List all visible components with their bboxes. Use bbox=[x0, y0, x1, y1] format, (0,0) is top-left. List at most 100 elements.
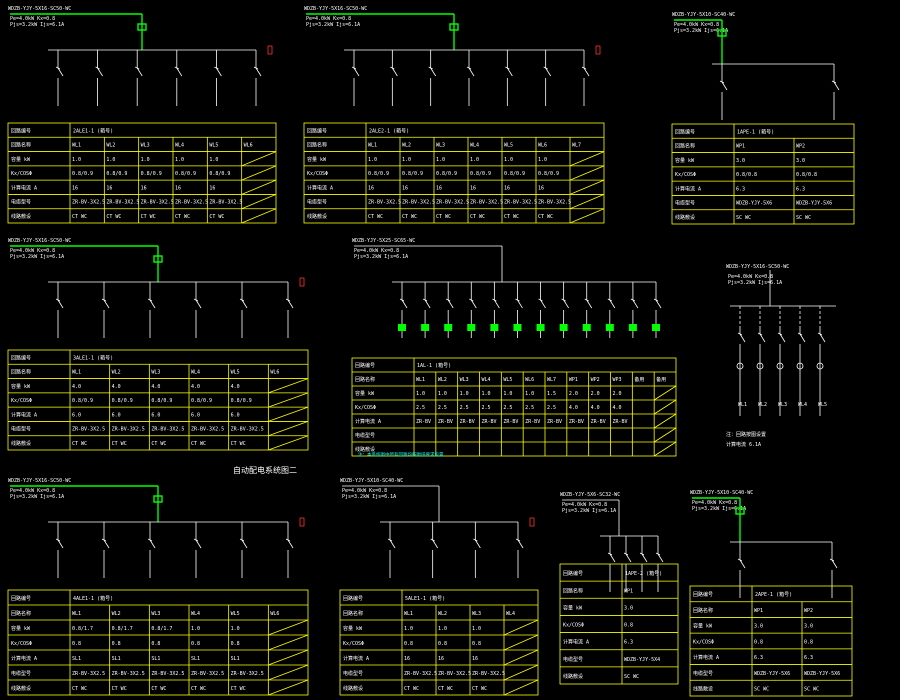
cell-circuit: WL5 bbox=[503, 377, 512, 383]
spare-diagonal bbox=[268, 634, 309, 651]
line bbox=[174, 66, 179, 70]
line bbox=[149, 539, 156, 549]
line bbox=[149, 299, 156, 309]
cell-value: ZR-BV-3X2.5 bbox=[112, 427, 145, 433]
cell-value: SC WC bbox=[804, 687, 819, 693]
cell-value: SC WC bbox=[796, 215, 811, 221]
line bbox=[214, 66, 219, 70]
cell-value: 0.8/0.9 bbox=[368, 171, 389, 177]
line bbox=[430, 67, 437, 77]
line bbox=[399, 298, 405, 302]
line bbox=[655, 552, 661, 556]
spare-diagonal bbox=[268, 392, 309, 408]
row-label: 回路编号 bbox=[11, 354, 31, 361]
spd-symbol bbox=[267, 45, 273, 55]
cell-value: CT WC bbox=[106, 214, 121, 220]
cell-value: ZR-BV bbox=[613, 419, 628, 425]
row-label: 回路名称 bbox=[11, 610, 31, 617]
row-label: 计算电流 A bbox=[355, 418, 381, 425]
cell-value: 2.5 bbox=[547, 405, 556, 411]
row-label: 线路敷设 bbox=[11, 685, 31, 692]
cell-value: 1.0 bbox=[175, 157, 184, 163]
breaker-symbol bbox=[193, 292, 202, 318]
cell-value: 16 bbox=[470, 185, 476, 191]
row-label: 计算电流 A bbox=[675, 185, 701, 192]
cell-value: 0.8/1.7 bbox=[112, 626, 133, 632]
cell-value: CT WC bbox=[191, 441, 206, 447]
panel-header: WDZB-YJY-5X6-SC32-WC bbox=[560, 492, 620, 498]
cell-value: 1.0 bbox=[436, 157, 445, 163]
row-label: 回路编号 bbox=[11, 127, 31, 134]
row-label: 计算电流 A bbox=[563, 639, 589, 646]
line bbox=[424, 299, 431, 309]
cell-value: 1.0 bbox=[460, 391, 469, 397]
line bbox=[739, 559, 746, 569]
rcd-symbol bbox=[398, 324, 406, 331]
cell-value: ZR-BV-3X2.5 bbox=[404, 671, 437, 677]
spare-diagonal bbox=[268, 435, 309, 451]
line bbox=[494, 299, 500, 309]
panel-header: WDZB-YJY-5X16-SC50-WC bbox=[8, 478, 71, 484]
line bbox=[563, 299, 569, 309]
row-label: 容量 kW bbox=[675, 157, 695, 164]
line bbox=[517, 539, 524, 549]
cell-value: 0.8/0.9 bbox=[175, 171, 196, 177]
breaker-symbol bbox=[351, 60, 360, 86]
line bbox=[739, 333, 746, 343]
row-label: 线路敷设 bbox=[343, 685, 363, 692]
cell-value: 16 bbox=[106, 185, 112, 191]
cell-value: SC WC bbox=[754, 687, 769, 693]
row-label: 线路敷设 bbox=[307, 213, 327, 220]
breaker-symbol bbox=[390, 60, 398, 86]
spare-diagonal bbox=[241, 208, 277, 224]
line bbox=[239, 538, 245, 542]
line bbox=[447, 299, 454, 309]
line bbox=[176, 67, 183, 77]
panel-current: Pjs=3.2kW Ijs=6.1A bbox=[692, 506, 746, 512]
table-title: 2APE-1 (箱号) bbox=[755, 591, 792, 598]
cell-value: CT WC bbox=[112, 686, 127, 692]
breaker-symbol bbox=[147, 532, 156, 558]
cell-value: ZR-BV bbox=[547, 419, 562, 425]
cell-value: 4.0 bbox=[112, 384, 121, 390]
cell-value: 0.8/0.9 bbox=[436, 171, 457, 177]
breaker-symbol bbox=[214, 60, 222, 86]
line bbox=[586, 299, 593, 309]
cell-value: 1.0 bbox=[72, 157, 81, 163]
line bbox=[241, 539, 248, 549]
cell-value: CT WC bbox=[151, 441, 166, 447]
line bbox=[255, 67, 262, 77]
cell-value: 1.0 bbox=[503, 391, 512, 397]
panel-current: Pjs=3.2kW Ijs=6.1A bbox=[562, 508, 616, 514]
rcd-symbol bbox=[628, 324, 637, 331]
cell-value: ZR-BV bbox=[569, 419, 584, 425]
circuit-table bbox=[351, 357, 677, 457]
row-label: Kx/COSΦ bbox=[11, 641, 32, 647]
row-label: 线路敷设 bbox=[11, 213, 31, 220]
line bbox=[561, 298, 566, 302]
cell-value: SL1 bbox=[231, 656, 240, 662]
cell-value: CT WC bbox=[538, 214, 553, 220]
row-label: 计算电流 A bbox=[693, 654, 719, 661]
cell-value: 0.8/0.9 bbox=[191, 398, 212, 404]
row-label: 回路编号 bbox=[307, 127, 327, 134]
cell-value: 4.0 bbox=[591, 405, 600, 411]
cell-value: ZR-BV-3X2.5 bbox=[436, 200, 469, 206]
cell-value: 0.8/0.9 bbox=[151, 398, 172, 404]
line bbox=[505, 66, 510, 70]
ct-symbol bbox=[776, 362, 784, 370]
cell-value: 16 bbox=[175, 185, 181, 191]
cell-value: 0.8 bbox=[191, 641, 200, 647]
cell-value: WDZB-YJY-5X6 bbox=[804, 671, 840, 677]
line bbox=[193, 538, 199, 542]
cell-value: WDZB-YJY-5X6 bbox=[736, 201, 772, 207]
line bbox=[241, 299, 248, 309]
circuit-table bbox=[339, 589, 539, 696]
line bbox=[831, 80, 837, 84]
cell-value: 2.5 bbox=[416, 405, 425, 411]
cell-value: 16 bbox=[538, 185, 544, 191]
